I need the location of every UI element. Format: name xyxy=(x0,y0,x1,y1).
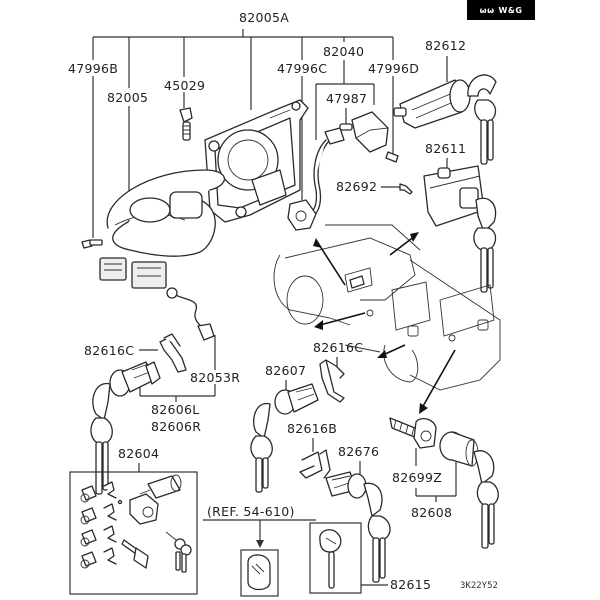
label-47996C[interactable]: 47996C xyxy=(277,61,327,76)
label-82005A[interactable]: 82005A xyxy=(239,10,289,25)
callout-tree-82606: 82616C 82053R 82606L 82606R xyxy=(84,335,240,434)
label-82040[interactable]: 82040 xyxy=(323,44,364,59)
door-lock-cylinder-82607: 82607 xyxy=(250,363,319,493)
tailgate-lock-82699Z: 82699Z xyxy=(389,417,442,485)
label-47996B[interactable]: 47996B xyxy=(68,61,118,76)
lock-clip-82616C-mid xyxy=(319,359,345,403)
kit-bolt xyxy=(121,539,149,569)
label-82606R[interactable]: 82606R xyxy=(151,419,201,434)
door-lock-cylinder-82676: 82676 xyxy=(325,444,391,583)
lock-kit-82604: 82604 xyxy=(69,446,198,595)
label-82611[interactable]: 82611 xyxy=(425,141,466,156)
label-82608[interactable]: 82608 xyxy=(411,505,452,520)
drawing-code: 3K22Y52 xyxy=(460,581,498,591)
door-lock-cylinder-82606 xyxy=(90,361,161,495)
label-82005[interactable]: 82005 xyxy=(107,90,148,105)
key-blank-82615: 82615 xyxy=(309,522,431,594)
label-82699Z[interactable]: 82699Z xyxy=(392,470,442,485)
vehicle-outline xyxy=(273,224,501,391)
label-82604[interactable]: 82604 xyxy=(118,446,159,461)
label-82676[interactable]: 82676 xyxy=(338,444,379,459)
location-arrows xyxy=(313,232,456,414)
label-47987[interactable]: 47987 xyxy=(326,91,367,106)
spare-tire-lock-82608: 82608 xyxy=(411,431,499,549)
wiring-harness xyxy=(81,169,226,341)
ignition-cylinder-82612: 82612 xyxy=(393,38,497,165)
door-lock-unit-82611: 82611 xyxy=(423,141,497,293)
reference-callout: (REF. 54-610) xyxy=(203,504,316,597)
ignition-switch-wiring xyxy=(287,127,345,231)
kit-keys xyxy=(165,531,192,573)
label-82616C-mid[interactable]: 82616C xyxy=(313,340,363,355)
lock-clip-82616B: 82616B xyxy=(287,421,337,479)
label-82616C-left[interactable]: 82616C xyxy=(84,343,134,358)
label-82612[interactable]: 82612 xyxy=(425,38,466,53)
kit-cylinder xyxy=(139,474,182,499)
label-82692[interactable]: 82692 xyxy=(336,179,377,194)
bolt-45029 xyxy=(179,107,193,141)
kit-tumbler-pins xyxy=(80,485,97,569)
label-82606L[interactable]: 82606L xyxy=(151,402,200,417)
lock-clip-82616C-left xyxy=(159,333,187,373)
ref-label[interactable]: (REF. 54-610) xyxy=(207,504,295,519)
label-45029[interactable]: 45029 xyxy=(164,78,205,93)
screw-82692: 82692 xyxy=(336,179,413,195)
label-82607[interactable]: 82607 xyxy=(265,363,306,378)
kit-clips xyxy=(103,481,117,565)
label-82053R[interactable]: 82053R xyxy=(190,370,240,385)
kit-lock-body xyxy=(117,493,159,525)
label-47996D[interactable]: 47996D xyxy=(368,61,419,76)
label-82615[interactable]: 82615 xyxy=(390,577,431,592)
watermark-logo: ѡѡ W&G xyxy=(467,0,535,20)
label-82616B[interactable]: 82616B xyxy=(287,421,337,436)
logo-glyph-icon: ѡѡ xyxy=(479,5,495,15)
callout-tree-82005A: 82005A 47996B 82005 45029 47996C 82040 4… xyxy=(68,10,419,238)
steering-lock-housing xyxy=(204,99,309,223)
key-reminder-switch-47987 xyxy=(339,111,399,163)
logo-text: W&G xyxy=(498,5,523,15)
